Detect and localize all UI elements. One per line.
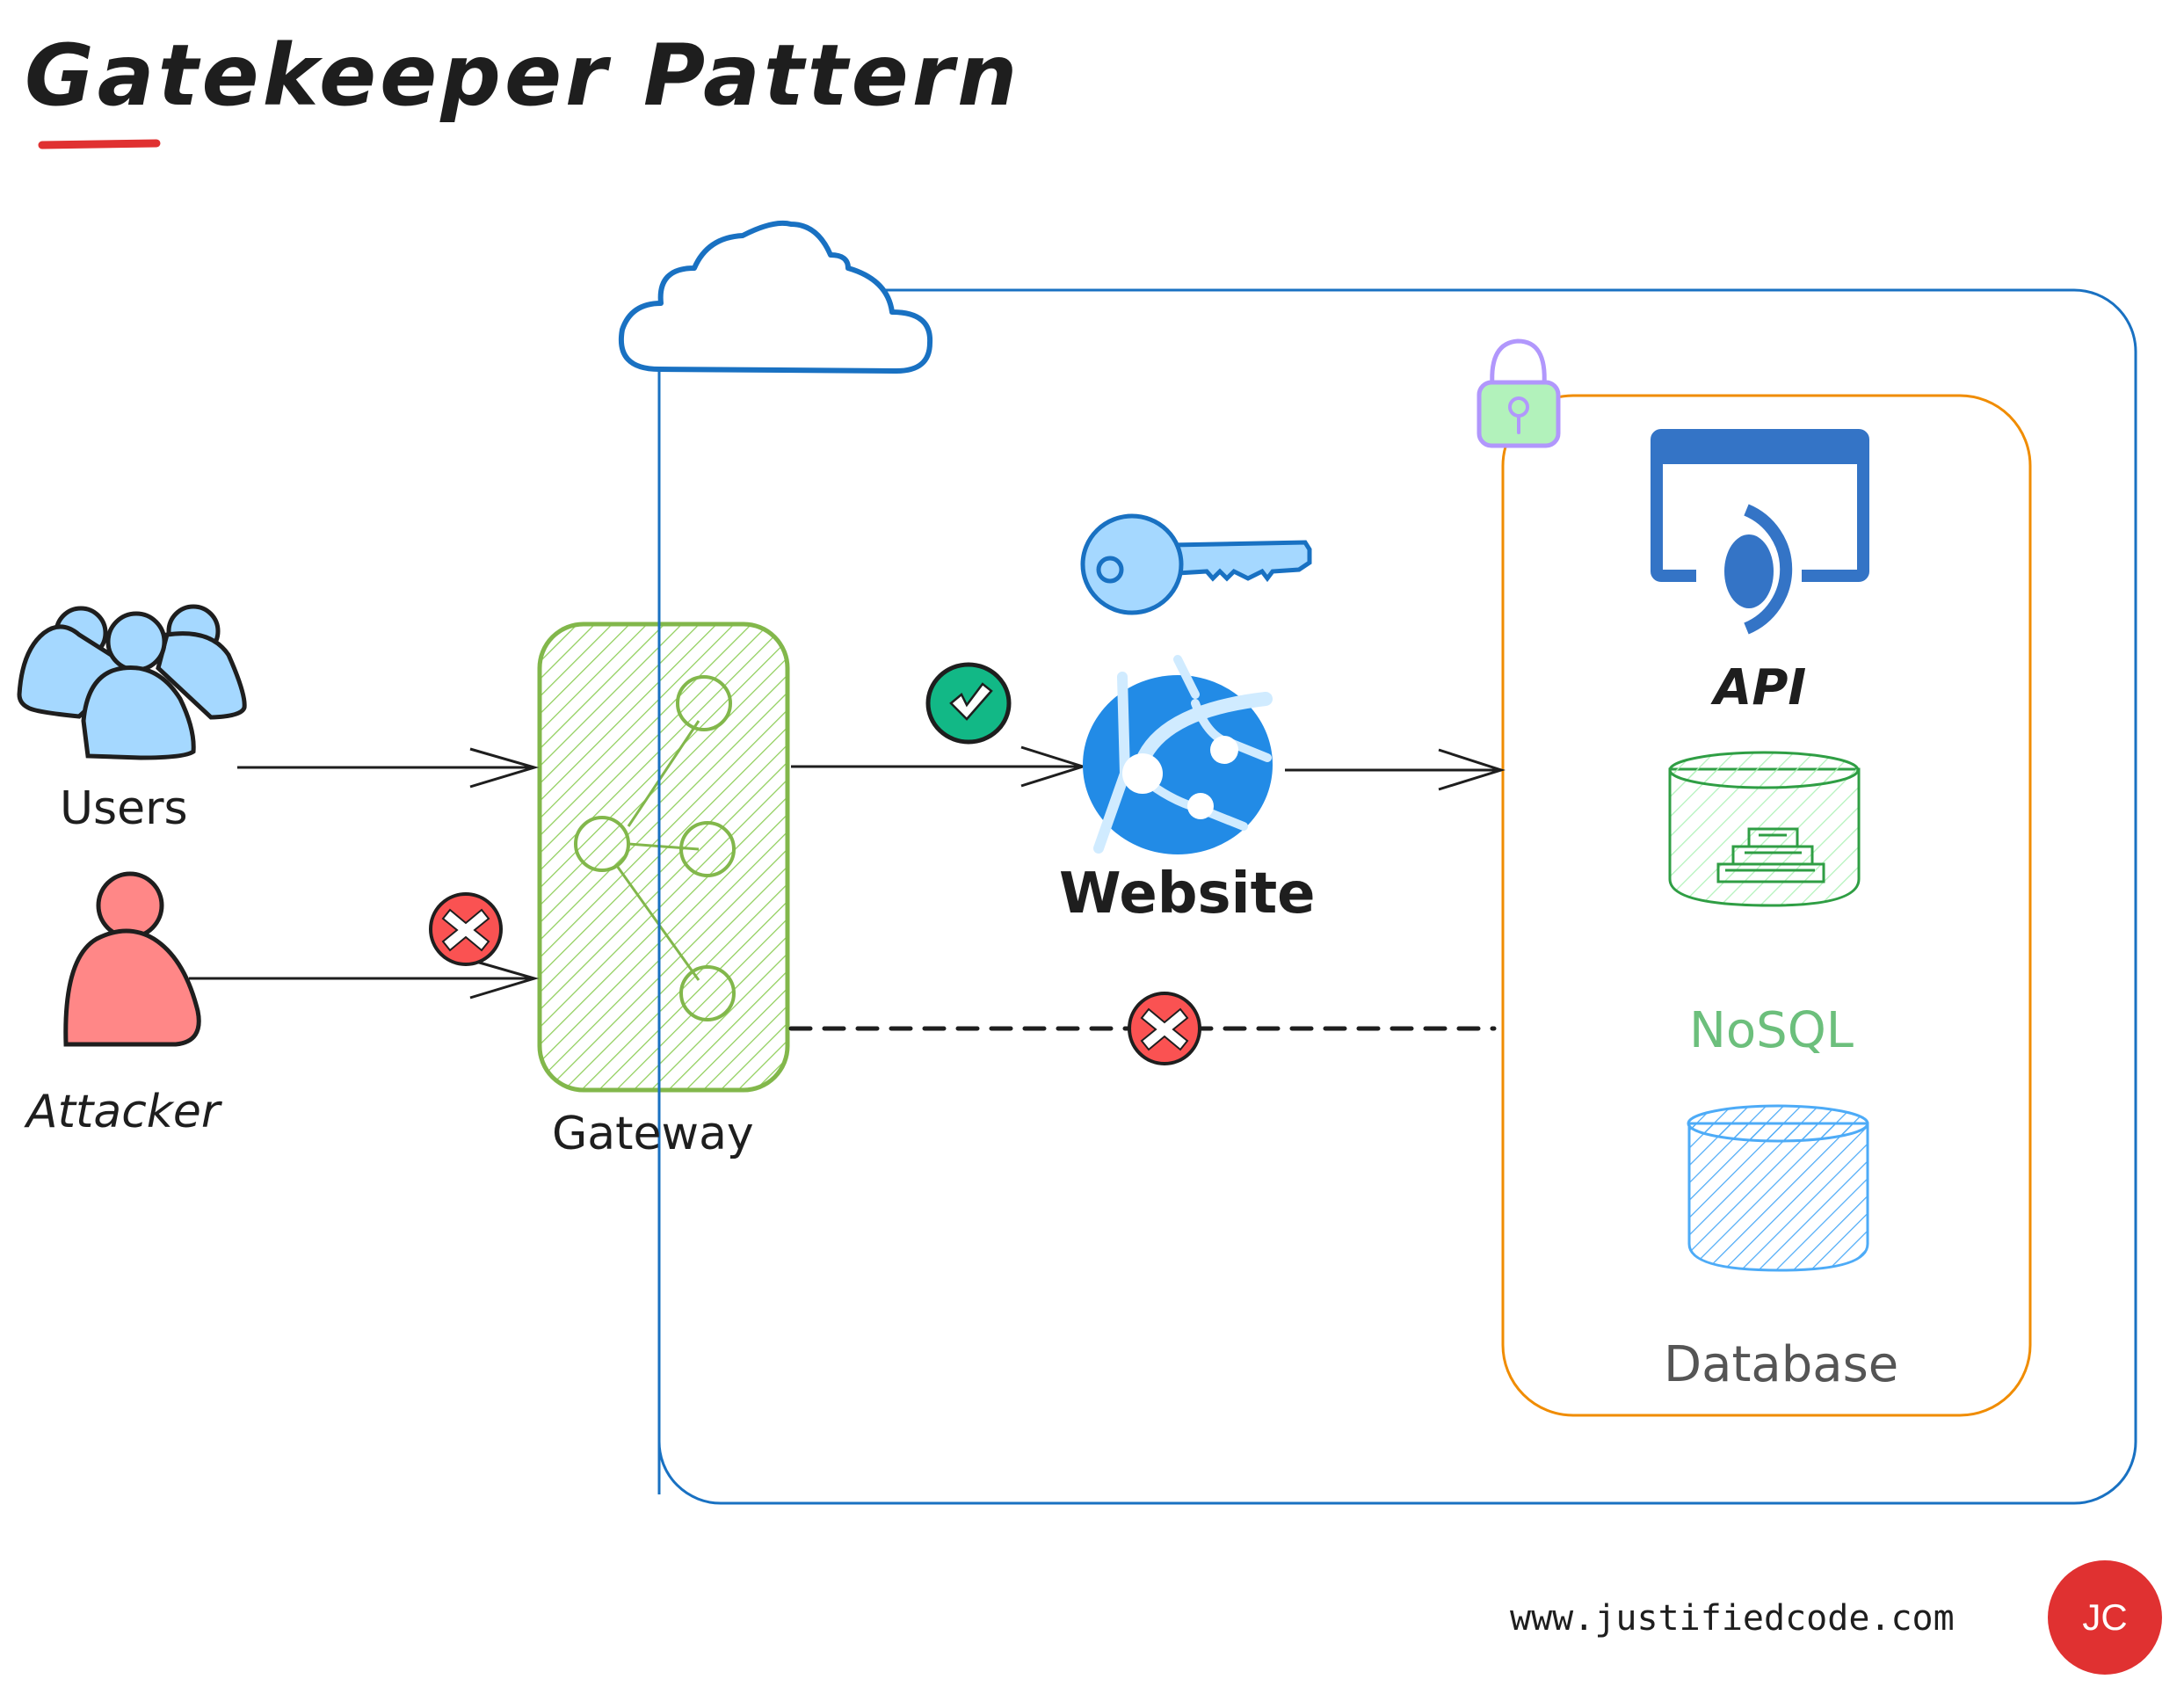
website-label: Website (1059, 861, 1316, 927)
cloud-boundary (657, 288, 2137, 1505)
database-cylinder-icon (1687, 1104, 1869, 1272)
allow-badge (925, 662, 1012, 745)
nosql-cylinder-icon (1668, 751, 1861, 907)
users-group-icon (17, 604, 247, 760)
page-title: Gatekeeper Pattern (25, 26, 1021, 125)
cloud-icon (618, 220, 933, 374)
gateway-icon (537, 622, 790, 1093)
brand-logo-text: JC (2082, 1596, 2128, 1638)
key-icon (1080, 513, 1312, 615)
brand-logo: JC (2048, 1560, 2162, 1675)
nosql-label: NoSQL (1689, 1002, 1854, 1059)
edge-website-private-zone (1285, 748, 1506, 791)
edge-users-gateway (237, 747, 540, 789)
api-window-icon (1651, 429, 1869, 635)
attacker-label: Attacker (26, 1086, 221, 1138)
deny-badge-attacker (429, 892, 503, 966)
footer-url-link[interactable]: www.justifiedcode.com (1510, 1598, 1955, 1639)
padlock-icon (1477, 338, 1561, 448)
edge-attacker-gateway (189, 958, 540, 1000)
person-icon (63, 871, 201, 1047)
web-app-globe-icon (1083, 655, 1273, 854)
private-zone (1501, 394, 2032, 1417)
database-label: Database (1664, 1336, 1899, 1393)
users-label: Users (60, 782, 188, 835)
title-underline (38, 139, 161, 149)
edge-gateway-website (791, 745, 1088, 788)
deny-badge-direct-access (1128, 992, 1201, 1065)
gateway-label: Gateway (552, 1108, 754, 1160)
api-label: API (1714, 659, 1807, 716)
